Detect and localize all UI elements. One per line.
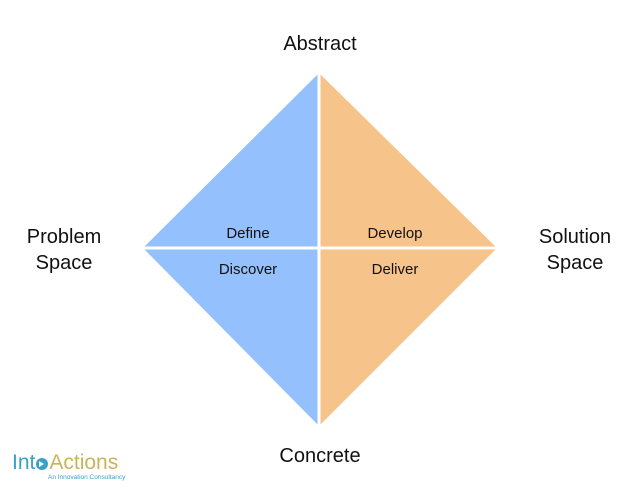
play-circle-icon — [36, 458, 49, 470]
logo-text-actions: Actions — [49, 451, 119, 474]
logo-tagline: An Innovation Consultancy — [48, 474, 126, 481]
axis-label-abstract: Abstract — [283, 33, 357, 55]
quadrant-label-deliver: Deliver — [372, 261, 419, 278]
axis-label-solution-line2: Space — [546, 252, 604, 274]
quadrant-label-define: Define — [226, 225, 269, 242]
axis-label-solution-space: Solution Space — [516, 224, 634, 276]
axis-label-problem-line2: Space — [35, 252, 93, 274]
intoactions-logo: Int Actions An Innovation Consultancy — [12, 451, 142, 491]
axis-label-concrete: Concrete — [279, 445, 361, 467]
axis-label-problem-line1: Problem — [26, 226, 102, 248]
axis-label-solution-line1: Solution — [538, 226, 612, 248]
logo-text-into: Int — [12, 451, 36, 474]
axis-label-problem-space: Problem Space — [6, 224, 122, 276]
quadrant-label-develop: Develop — [367, 225, 422, 242]
quadrant-label-discover: Discover — [219, 261, 277, 278]
logo-wordmark: Int Actions — [12, 451, 118, 475]
